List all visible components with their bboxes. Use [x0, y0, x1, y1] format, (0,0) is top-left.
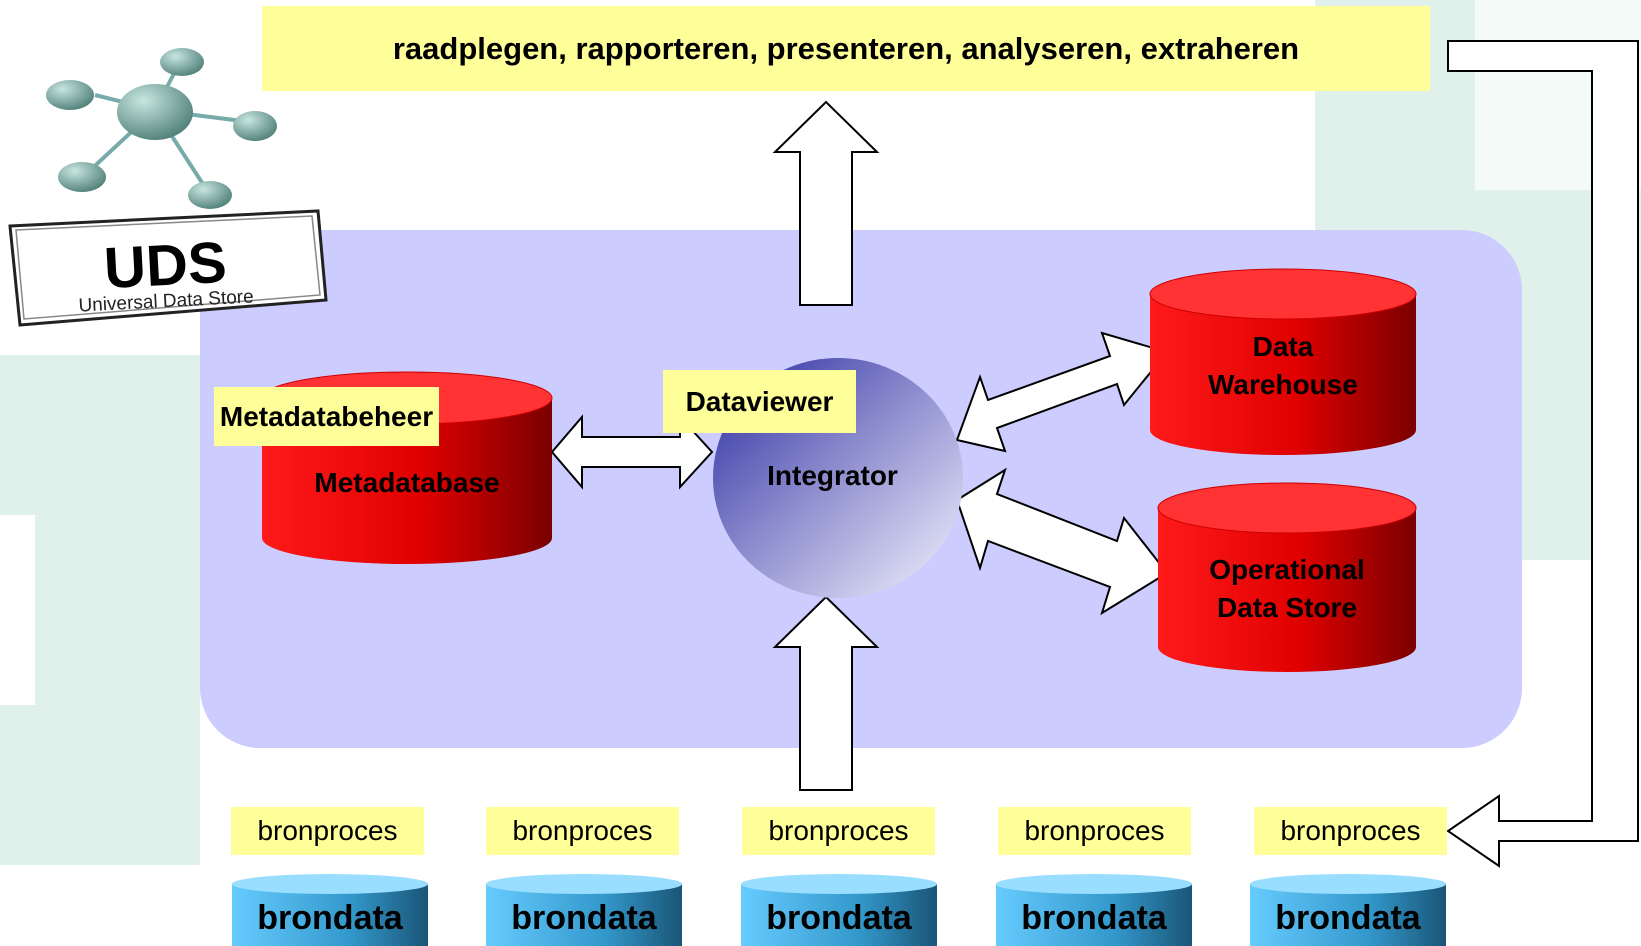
bronproces-label-1: bronproces — [231, 807, 424, 855]
dataviewer-label: Dataviewer — [663, 370, 856, 433]
ods-label: Operational Data Store — [1158, 552, 1416, 626]
feedback-connector — [1446, 40, 1639, 868]
integrator-label: Integrator — [767, 460, 898, 491]
input-arrow — [772, 595, 880, 791]
metadata-double-arrow — [550, 414, 714, 490]
warehouse-double-arrow — [955, 331, 1169, 453]
brondata-label-1: brondata — [257, 898, 403, 937]
background-tile — [0, 515, 35, 705]
ods-label-line2: Data Store — [1216, 592, 1358, 623]
brondata-label-4: brondata — [1021, 898, 1167, 937]
bronproces-label-5: bronproces — [1254, 807, 1447, 855]
brondata-label-2: brondata — [511, 898, 657, 937]
data-warehouse-cylinder — [1149, 268, 1417, 455]
ods-cylinder — [1157, 482, 1417, 672]
metadatabase-label: Metadatabase — [314, 466, 500, 498]
brondata-cylinders — [232, 874, 1446, 946]
data-warehouse-label-line1: Data — [1252, 331, 1314, 362]
metadatabeheer-label: Metadatabeheer — [214, 387, 439, 446]
top-output-label: raadplegen, rapporteren, presenteren, an… — [262, 6, 1430, 91]
bronproces-label-2: bronproces — [486, 807, 679, 855]
ods-label-line1: Operational — [1209, 554, 1365, 585]
data-warehouse-label-line2: Warehouse — [1208, 369, 1358, 400]
output-arrow — [772, 100, 880, 306]
logo-title: UDS — [102, 230, 228, 301]
brondata-label-5: brondata — [1275, 898, 1421, 937]
brondata-label-3: brondata — [766, 898, 912, 937]
logo-graphic — [8, 48, 328, 327]
bronproces-label-3: bronproces — [742, 807, 935, 855]
data-warehouse-label: Data Warehouse — [1150, 326, 1416, 406]
ods-double-arrow — [955, 467, 1169, 616]
bronproces-label-4: bronproces — [998, 807, 1191, 855]
